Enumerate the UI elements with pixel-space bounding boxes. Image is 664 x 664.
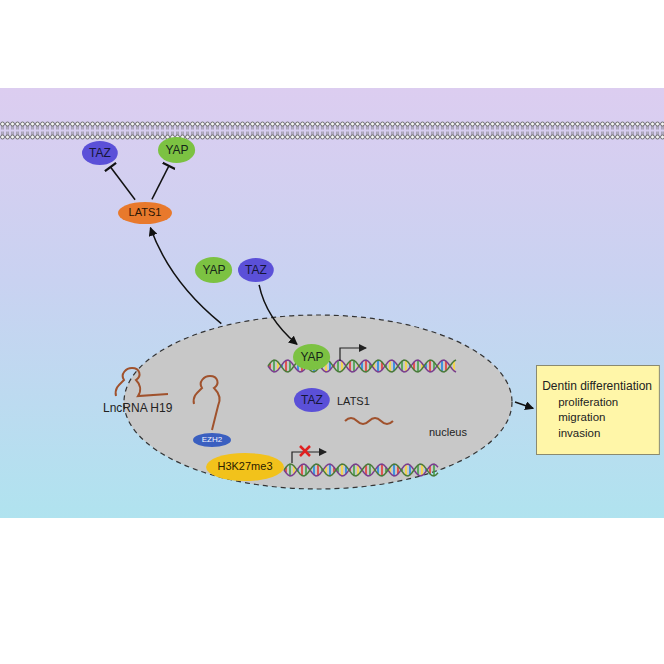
node-label: YAP bbox=[202, 263, 225, 277]
base-pair bbox=[433, 464, 435, 476]
outcome-box-shape bbox=[537, 366, 660, 455]
base-pair bbox=[301, 464, 303, 475]
base-pair bbox=[389, 360, 391, 371]
base-pair bbox=[317, 464, 319, 475]
outcome-text: invasion bbox=[542, 427, 600, 441]
base-pair bbox=[421, 464, 423, 475]
base-pair bbox=[337, 360, 339, 371]
base-pair bbox=[417, 360, 419, 372]
base-pair bbox=[353, 464, 355, 475]
base-pair bbox=[441, 360, 443, 371]
outcome-box: Dentin differentiation proliferationmigra… bbox=[536, 365, 660, 455]
node-label: LATS1 bbox=[129, 206, 162, 219]
ezh2-protein-shape bbox=[193, 433, 231, 447]
base-pair bbox=[377, 360, 379, 372]
taz-protein: TAZ bbox=[81, 140, 119, 166]
base-pair bbox=[405, 464, 407, 475]
lats1-kinase-shape bbox=[118, 202, 172, 224]
h3k27me3-mark-shape bbox=[206, 453, 284, 481]
base-pair bbox=[289, 464, 291, 476]
arrow-connector bbox=[515, 402, 533, 408]
nucleus: nucleus YAP TAZ EZH2H3K27me3 bbox=[123, 314, 513, 490]
yap-protein-shape bbox=[158, 137, 195, 163]
h3k27me3-mark: H3K27me3 bbox=[205, 452, 285, 482]
taz-protein: TAZ bbox=[293, 387, 331, 413]
node-label: nucleus bbox=[429, 426, 467, 439]
taz-protein-shape bbox=[238, 258, 274, 282]
taz-protein-shape bbox=[294, 388, 330, 412]
node-label: YAP bbox=[165, 143, 188, 157]
base-pair bbox=[381, 464, 383, 476]
base-pair bbox=[429, 360, 431, 372]
yap-protein-shape bbox=[195, 257, 232, 283]
outcome-box-outline bbox=[536, 365, 660, 455]
base-pair bbox=[405, 360, 407, 371]
outcome-text: proliferation bbox=[542, 396, 618, 410]
inhibition-connector bbox=[152, 166, 169, 200]
yap-protein-shape bbox=[293, 344, 330, 370]
base-pair bbox=[393, 464, 395, 476]
base-pair bbox=[353, 360, 355, 371]
node-label: EZH2 bbox=[202, 435, 222, 445]
node-label: TAZ bbox=[245, 263, 267, 277]
base-pair bbox=[341, 464, 343, 476]
cell-membrane bbox=[0, 121, 664, 140]
lats1-kinase: LATS1 bbox=[117, 201, 173, 225]
lncrna-label: LncRNA H19 bbox=[103, 401, 172, 415]
taz-protein: TAZ bbox=[237, 257, 275, 283]
base-pair bbox=[285, 360, 287, 371]
yap-protein: YAP bbox=[157, 136, 196, 164]
yap-protein: YAP bbox=[194, 256, 233, 284]
yap-protein: YAP bbox=[292, 343, 331, 371]
taz-protein-shape bbox=[82, 141, 118, 165]
base-pair bbox=[273, 360, 275, 372]
node-label: TAZ bbox=[301, 393, 323, 407]
outcome-text: migration bbox=[542, 411, 605, 425]
transcript-label: LATS1 bbox=[337, 395, 370, 408]
base-pair bbox=[365, 360, 367, 372]
inhibition-connector bbox=[111, 167, 136, 200]
base-pair bbox=[329, 464, 331, 476]
ezh2-protein: EZH2 bbox=[192, 432, 232, 448]
node-label: H3K27me3 bbox=[217, 460, 272, 473]
base-pair bbox=[369, 464, 371, 475]
outcome-text: Dentin differentiation bbox=[542, 379, 652, 393]
nucleus-shape bbox=[124, 315, 512, 489]
node-label: TAZ bbox=[89, 146, 111, 160]
node-label: YAP bbox=[300, 350, 323, 364]
